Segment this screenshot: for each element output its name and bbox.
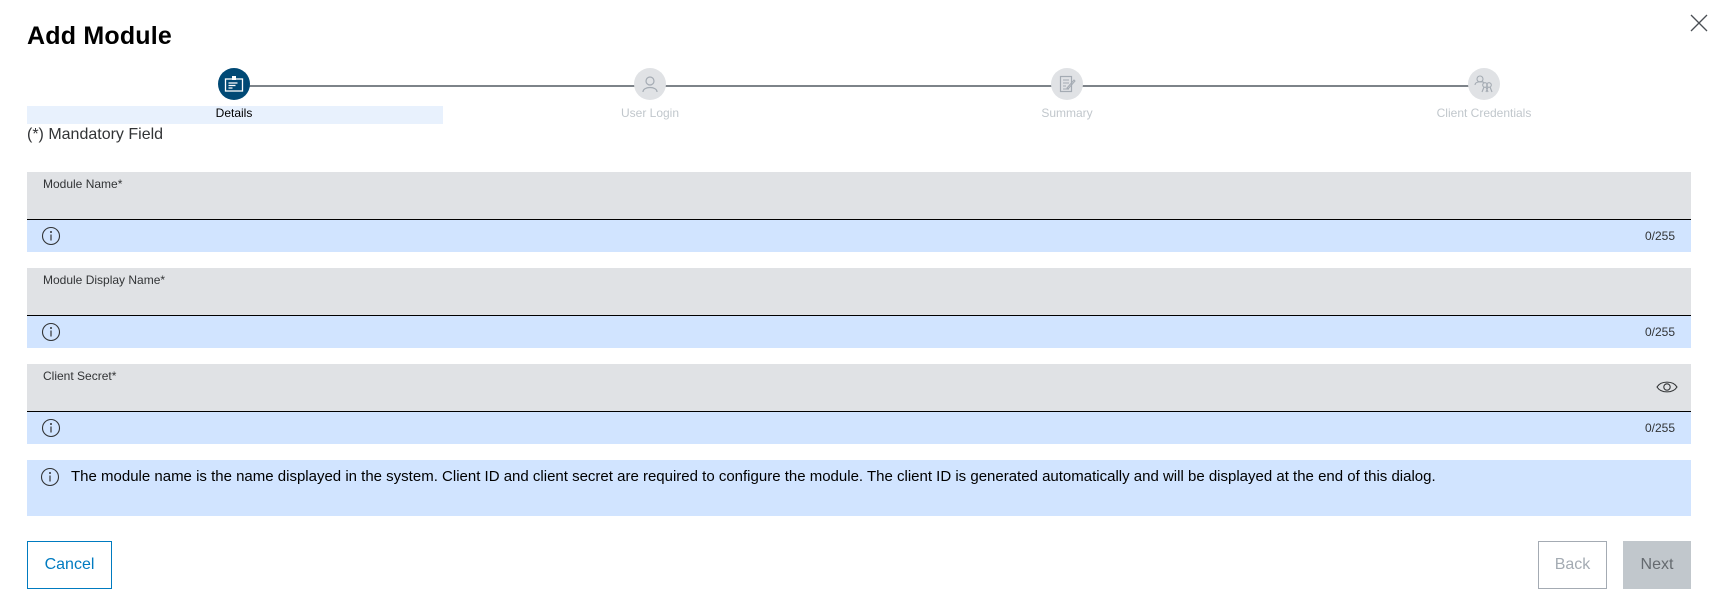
step-details[interactable]: Details <box>134 68 334 120</box>
field-helper: 0/255 <box>27 316 1691 348</box>
character-counter: 0/255 <box>1644 229 1675 243</box>
field-label: Module Display Name* <box>43 273 166 287</box>
client-secret-field: Client Secret* 0/255 <box>27 364 1691 444</box>
field-label: Module Name* <box>43 177 123 191</box>
info-notification: The module name is the name displayed in… <box>27 460 1691 516</box>
module-name-input-wrapper[interactable]: Module Name* <box>27 172 1691 220</box>
eye-icon[interactable] <box>1656 379 1678 395</box>
id-card-icon <box>224 76 244 92</box>
step-label: Details <box>215 106 253 120</box>
field-helper: 0/255 <box>27 412 1691 444</box>
user-icon <box>642 76 658 93</box>
step-label: User Login <box>620 106 680 120</box>
module-display-name-input-wrapper[interactable]: Module Display Name* <box>27 268 1691 316</box>
dialog-title: Add Module <box>27 22 173 50</box>
step-label: Summary <box>1041 106 1093 120</box>
field-label: Client Secret* <box>43 369 117 383</box>
close-icon <box>1690 14 1708 32</box>
stepper-line <box>234 85 1484 87</box>
step-client-credentials[interactable]: Client Credentials <box>1384 68 1584 120</box>
step-user-login[interactable]: User Login <box>550 68 750 120</box>
step-label: Client Credentials <box>1436 106 1532 120</box>
back-button[interactable]: Back <box>1538 541 1607 589</box>
active-step-highlight <box>27 106 443 124</box>
next-button[interactable]: Next <box>1623 541 1691 589</box>
info-text: The module name is the name displayed in… <box>71 468 1436 485</box>
client-secret-input[interactable] <box>43 384 1641 408</box>
module-name-input[interactable] <box>43 192 1641 216</box>
client-secret-input-wrapper[interactable]: Client Secret* <box>27 364 1691 412</box>
info-icon[interactable] <box>41 418 61 438</box>
module-name-field: Module Name* 0/255 <box>27 172 1691 252</box>
character-counter: 0/255 <box>1644 421 1675 435</box>
stepper: Details User Login Summary Client Creden… <box>27 68 1691 128</box>
info-icon <box>40 467 60 487</box>
field-helper: 0/255 <box>27 220 1691 252</box>
character-counter: 0/255 <box>1644 325 1675 339</box>
close-button[interactable] <box>1689 13 1709 33</box>
info-icon[interactable] <box>41 322 61 342</box>
document-edit-icon <box>1059 75 1076 93</box>
module-display-name-input[interactable] <box>43 288 1641 312</box>
cancel-button[interactable]: Cancel <box>27 541 112 589</box>
user-keys-icon <box>1474 75 1493 93</box>
step-summary[interactable]: Summary <box>967 68 1167 120</box>
mandatory-field-note: (*) Mandatory Field <box>27 126 164 143</box>
info-icon[interactable] <box>41 226 61 246</box>
module-display-name-field: Module Display Name* 0/255 <box>27 268 1691 348</box>
